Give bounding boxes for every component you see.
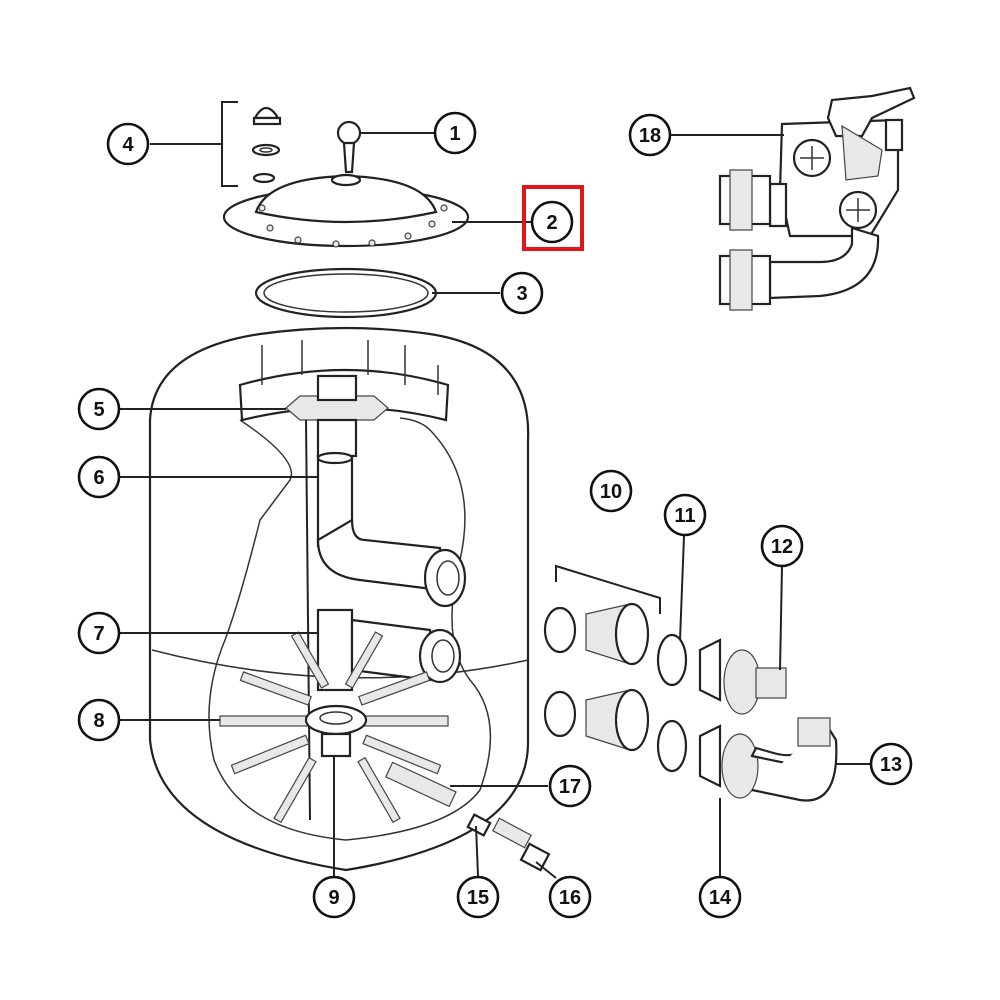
callout-4-label: 4 [122,134,134,156]
callout-16: 16 [548,875,592,919]
callout-14-label: 14 [709,887,732,909]
callout-5: 5 [77,387,121,431]
callout-2: 2 [522,185,584,251]
part-8-laterals [219,631,449,824]
callout-2-highlight-box [522,185,584,251]
callout-9: 9 [312,875,356,919]
part-6-pipe [316,451,467,608]
part-9-hub [304,704,368,758]
callout-6-label: 6 [93,467,104,489]
tank-body [148,326,530,872]
callout-18-label: 18 [639,125,661,147]
callout-10-label: 10 [600,481,622,503]
callout-1-label: 1 [449,123,460,145]
callout-13-label: 13 [880,754,902,776]
callout-7-label: 7 [93,623,104,645]
callout-4: 4 [106,122,150,166]
callout-2-label: 2 [546,212,557,234]
callout-8-label: 8 [93,710,104,732]
callout-3: 3 [500,271,544,315]
part-12-union-nut [698,638,787,715]
part-17-drain-tube [385,761,457,808]
part-11-gaskets [656,633,688,773]
callout-8: 8 [77,698,121,742]
part-5-diffuser [285,374,389,458]
callout-3-label: 3 [516,283,527,305]
callout-9-label: 9 [328,887,339,909]
callout-13: 13 [869,742,913,786]
part-18-multiport-valve [718,86,916,311]
callout-14: 14 [698,875,742,919]
callout-10: 10 [589,469,633,513]
callout-15: 15 [456,875,500,919]
callout-6: 6 [77,455,121,499]
part-13-elbow [750,717,838,802]
callout-17-label: 17 [559,776,581,798]
callout-15-label: 15 [467,887,489,909]
callout-17: 17 [548,764,592,808]
part-2-cover [222,173,470,248]
part-10-unions [543,564,661,752]
callout-16-label: 16 [559,887,581,909]
callout-1: 1 [433,111,477,155]
part-3-o-ring [254,267,438,319]
callout-5-label: 5 [93,399,104,421]
leader-lines [120,132,870,879]
callout-11-label: 11 [674,505,695,527]
callout-12: 12 [760,524,804,568]
callout-18: 18 [628,113,672,157]
callout-12-label: 12 [771,536,793,558]
part-14-union-nut [698,724,759,799]
part-1-knob [336,120,362,174]
part-4-hardware [221,101,282,187]
callout-7: 7 [77,611,121,655]
part-16-drain-cap [492,817,551,872]
callout-11: 11 [663,493,707,537]
